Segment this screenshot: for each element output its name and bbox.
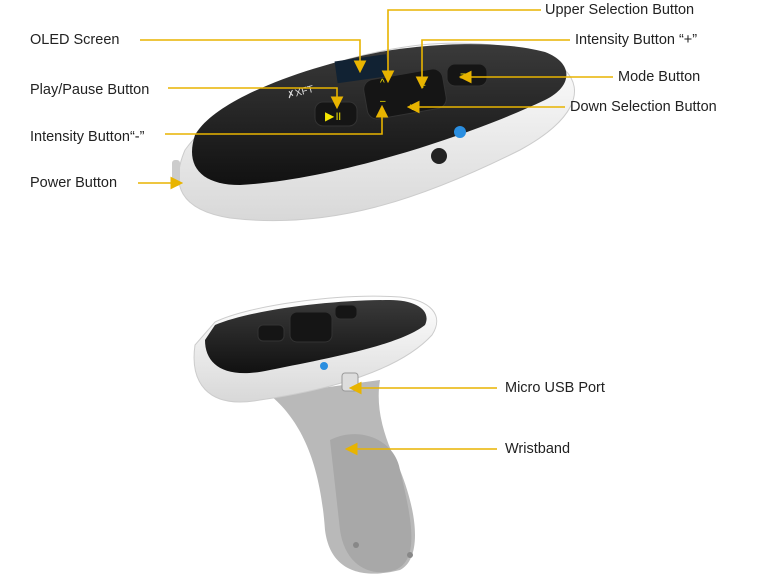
knob	[431, 148, 447, 164]
plus-icon: +	[420, 81, 426, 92]
label-play-pause: Play/Pause Button	[30, 82, 150, 98]
power-button	[172, 160, 180, 186]
label-intensity-plus: Intensity Button “+”	[575, 32, 698, 48]
leader-lines	[138, 9, 613, 456]
label-wristband: Wristband	[505, 441, 571, 457]
label-micro-usb: Micro USB Port	[505, 380, 605, 396]
up-icon: ^	[380, 78, 385, 89]
device-wrist-view	[193, 295, 438, 574]
bluetooth-icon	[454, 126, 466, 138]
leader-intensity-minus	[165, 104, 389, 135]
mode-icon: ≡	[460, 69, 467, 83]
leader-intensity-plus	[415, 39, 570, 90]
label-oled: OLED Screen	[30, 32, 120, 48]
minus-icon: –	[380, 96, 386, 107]
leader-play-pause	[168, 87, 344, 110]
device-top-view: ▶॥ ≡ ^ + – v ✗XFT	[172, 42, 575, 222]
label-down-selection: Down Selection Button	[570, 99, 717, 115]
label-mode: Mode Button	[618, 69, 701, 85]
label-upper-selection: Upper Selection Button	[545, 2, 695, 18]
leader-oled	[140, 39, 367, 74]
label-intensity-minus: Intensity Button“-”	[30, 129, 145, 145]
leader-upper-selection	[381, 9, 541, 84]
label-power: Power Button	[30, 175, 118, 191]
play-pause-icon: ▶॥	[325, 109, 341, 123]
